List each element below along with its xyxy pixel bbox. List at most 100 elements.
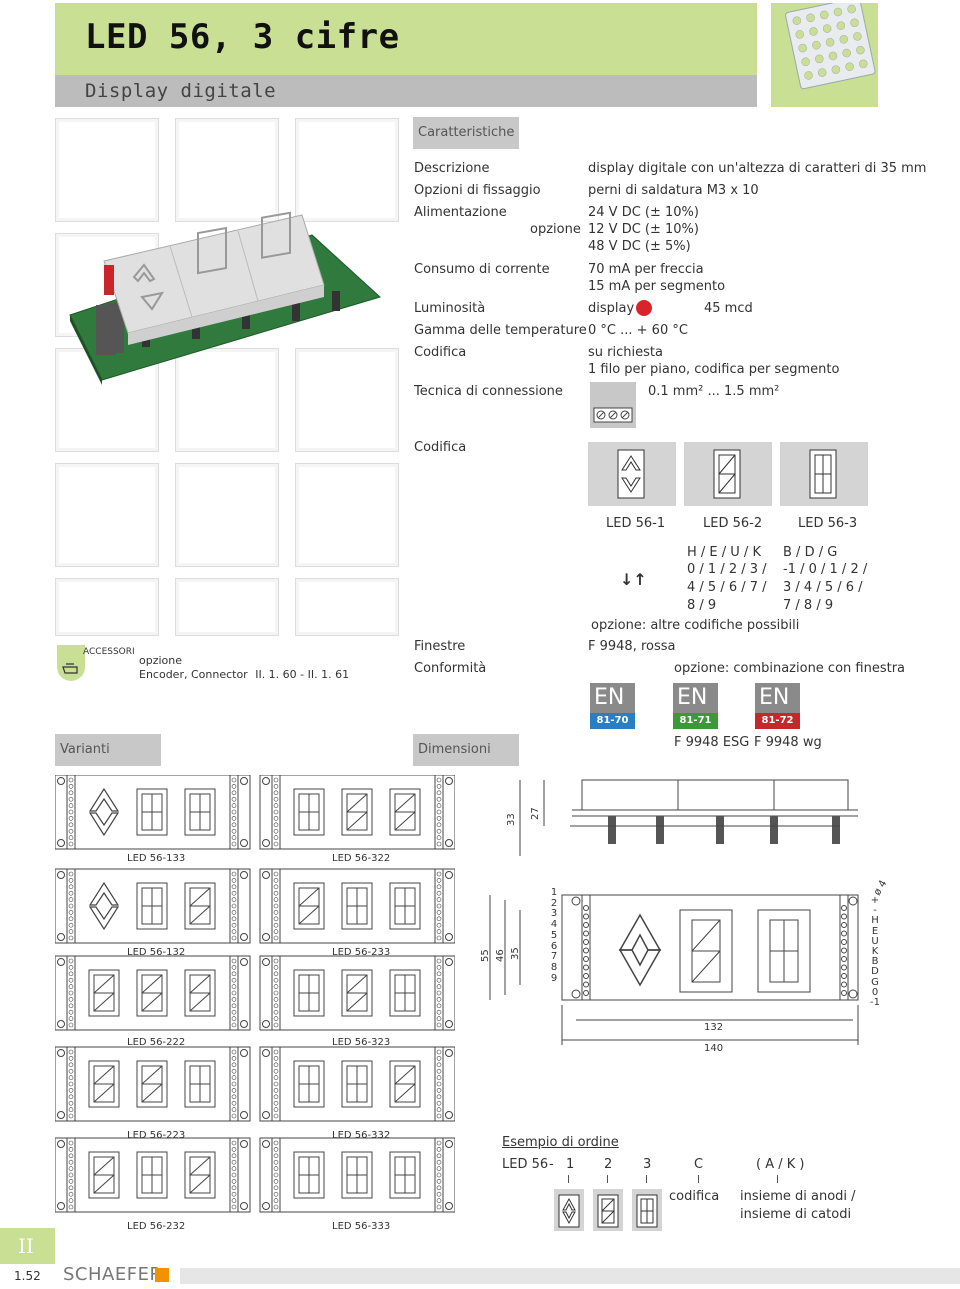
spec-label: Finestre (414, 639, 466, 654)
pin-hole (583, 905, 589, 911)
pin-labels-left: 1 2 3 4 5 6 7 8 9 (547, 887, 561, 984)
spec-value: display digitale con un'altezza di carat… (588, 161, 927, 176)
grid-cell (55, 578, 159, 636)
variant-label: LED 56-323 (332, 1037, 391, 1048)
spec-value: su richiesta (588, 345, 663, 360)
codifica-opzione: opzione: altre codifiche possibili (591, 618, 800, 633)
pin-hole (841, 922, 847, 928)
variant-label: LED 56-332 (332, 1130, 391, 1141)
spec-label: Opzioni di fissaggio (414, 183, 541, 198)
spec-value: perni di saldatura M3 x 10 (588, 183, 759, 198)
dimension-drawing (480, 770, 900, 1070)
en-badge-text: EN (759, 685, 790, 710)
red-led-dot-icon (636, 300, 652, 316)
segment-digit (341, 969, 373, 1017)
codifica-chars: -1 / 0 / 1 / 2 / (783, 562, 868, 577)
segment-digit (136, 969, 168, 1017)
segment-digit-icon (780, 442, 868, 506)
variant-board (54, 955, 251, 1031)
accessori-tag: ACCESSORI (83, 647, 135, 657)
pin-label: 6 (550, 940, 558, 952)
pin-hole (583, 964, 589, 971)
codifica-model: LED 56-1 (606, 516, 666, 531)
tick (607, 1175, 608, 1183)
spec-value: opzione: combinazione con finestra (674, 661, 906, 676)
codifica-heading: Codifica (414, 440, 467, 455)
variant-label: LED 56-222 (127, 1037, 186, 1048)
variant-label: LED 56-232 (127, 1221, 186, 1232)
order-prefix: LED 56 (502, 1157, 549, 1172)
variant-board (54, 1137, 251, 1213)
segment-digit (341, 1151, 373, 1199)
order-title: Esempio di ordine (502, 1135, 619, 1150)
pin-label: E (871, 925, 879, 937)
order-part: ( A / K ) (756, 1157, 805, 1172)
spec-value: 0.1 mm² ... 1.5 mm² (648, 384, 780, 399)
chapter-number: II (18, 1234, 34, 1258)
grid-cell (175, 463, 279, 567)
segment-digit (341, 1060, 373, 1108)
segment-digit (184, 882, 216, 930)
spec-value: F 9948, rossa (588, 639, 676, 654)
grid-cell (175, 578, 279, 636)
grid-cell (55, 118, 159, 222)
en-badge-text: EN (594, 685, 625, 710)
dim-label: 55 (480, 949, 491, 962)
brand-logo: SCHAEFER (63, 1264, 163, 1285)
pin-label: K (871, 946, 879, 958)
segment-digit (136, 788, 168, 836)
variant-board (259, 1046, 456, 1122)
en-badge-code: 81-70 (590, 713, 635, 729)
page-title: LED 56, 3 cifre (85, 17, 400, 57)
arrow-digit (88, 881, 120, 931)
variant-board (259, 868, 456, 944)
variant-board (54, 1046, 251, 1122)
spec-label: Descrizione (414, 161, 490, 176)
grid-cell (175, 348, 279, 452)
segment-digit (293, 882, 325, 930)
en-badge-code: 81-72 (755, 713, 800, 729)
segment-digit (184, 1151, 216, 1199)
led-matrix-image (771, 3, 878, 107)
dim-label: 140 (704, 1043, 724, 1054)
spec-value: 1 filo per piano, codifica per segmento (588, 362, 840, 377)
order-anodi: insieme di anodi / (740, 1189, 856, 1204)
accessori-items: Encoder, Connector (139, 668, 248, 681)
pin-hole (841, 981, 847, 988)
spec-label: Codifica (414, 345, 467, 360)
codifica-chars: H / E / U / K (687, 545, 761, 560)
dim-label: 33 (506, 813, 517, 826)
arrow-digit-icon (588, 442, 676, 506)
pin-label: + (870, 895, 880, 906)
accessori-opzione: opzione (139, 654, 183, 667)
varianti-label: Varianti (55, 734, 161, 766)
codifica-model: LED 56-3 (798, 516, 858, 531)
pin-hole (583, 930, 589, 937)
pin-label: H (871, 915, 879, 927)
pin-labels-right: + - H E U K B D G 0 -1 (868, 895, 882, 1008)
accessori-ref-2[interactable]: II. 1. 61 (307, 668, 350, 681)
pin-hole (841, 990, 847, 996)
spec-label: Consumo di corrente (414, 262, 550, 277)
spec-value: 45 mcd (704, 301, 753, 316)
codifica-chars: 0 / 1 / 2 / 3 / (687, 562, 767, 577)
finestre-label: F 9948 ESG (674, 735, 750, 750)
en-badge: EN 81-70 (590, 683, 635, 729)
segment-digit (136, 1151, 168, 1199)
pin-hole (841, 913, 847, 920)
grid-cell (295, 118, 399, 222)
variant-board (259, 955, 456, 1031)
codifica-chars: 7 / 8 / 9 (783, 598, 834, 613)
accessori-ref-1[interactable]: II. 1. 60 (255, 668, 297, 681)
pin-label: 2 (550, 897, 558, 909)
codifica-chars: 8 / 9 (687, 598, 717, 613)
pin-label: - (873, 905, 877, 917)
variant-board (259, 774, 456, 850)
pin-hole (583, 973, 589, 979)
spec-opzione: opzione (530, 222, 581, 237)
pin-hole (583, 990, 589, 996)
order-catodi: insieme di catodi (740, 1207, 852, 1222)
variant-label: LED 56-333 (332, 1221, 391, 1232)
pin-hole (583, 981, 589, 988)
finestre-label: F 9948 wg (754, 735, 822, 750)
